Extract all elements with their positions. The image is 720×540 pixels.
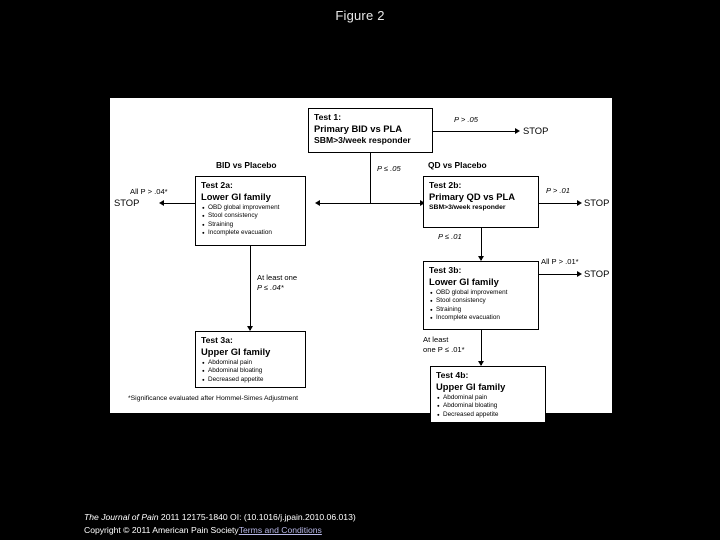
edge-test2b-to-stop xyxy=(539,203,579,204)
box-test-2a-title: Test 2a: xyxy=(201,180,233,190)
list-item: Decreased appetite xyxy=(437,411,540,420)
arrowhead-test2a-stop xyxy=(159,199,164,206)
box-test-2a-subtitle: Lower GI family xyxy=(201,191,271,202)
list-item: Stool consistency xyxy=(430,297,533,306)
edge-label-test1-down: P ≤ .05 xyxy=(377,164,401,173)
box-test-2b[interactable]: Test 2b: Primary QD vs PLA SBM>3/week re… xyxy=(423,176,539,228)
edge-test1-down xyxy=(370,153,371,203)
figure-footnote: *Significance evaluated after Hommel-Sim… xyxy=(128,395,299,402)
arrowhead-test2b-test3b xyxy=(477,256,484,261)
list-item: Straining xyxy=(202,221,300,230)
figure-panel: BID vs Placebo QD vs Placebo Test 1: Pri… xyxy=(110,98,612,423)
box-test-3b-title: Test 3b: xyxy=(429,265,462,275)
box-test-2b-detail: SBM>3/week responder xyxy=(429,203,506,211)
citation-reference: 2011 12175-1840 OI: (10.1016/j.jpain.201… xyxy=(160,512,356,522)
arrowhead-test2a-test3a xyxy=(246,326,253,331)
box-test-3b[interactable]: Test 3b: Lower GI family OBD global impr… xyxy=(423,261,539,330)
terms-and-conditions-link[interactable]: Terms and Conditions xyxy=(238,524,322,535)
edge-label-test2b-down: P ≤ .01 xyxy=(438,232,462,241)
group-label-bid: BID vs Placebo xyxy=(216,160,277,170)
edge-label-test3b-stop: All P > .01* xyxy=(541,257,579,266)
group-label-qd: QD vs Placebo xyxy=(428,160,487,170)
terminal-stop-test3b: STOP xyxy=(584,268,610,279)
figure-title: Figure 2 xyxy=(335,8,385,23)
citation-reference-line: The Journal of Pain 2011 12175-1840 OI: … xyxy=(84,511,356,524)
arrowhead-test3b-stop xyxy=(577,270,582,277)
terminal-stop-test1: STOP xyxy=(523,125,549,136)
citation-block: The Journal of Pain 2011 12175-1840 OI: … xyxy=(84,511,356,536)
edge-label-test2a-down: At least one P ≤ .04* xyxy=(257,273,298,292)
box-test-3b-subtitle: Lower GI family xyxy=(429,276,499,287)
edge-junction-right xyxy=(370,203,422,204)
box-test-1-title: Test 1: xyxy=(314,112,342,122)
arrowhead-test2b-stop xyxy=(577,199,582,206)
box-test-2a[interactable]: Test 2a: Lower GI family OBD global impr… xyxy=(195,176,306,246)
box-test-1-detail: SBM>3/week responder xyxy=(314,134,411,145)
edge-label-test2b-stop: P > .01 xyxy=(546,186,570,195)
box-test-1[interactable]: Test 1: Primary BID vs PLA SBM>3/week re… xyxy=(308,108,433,153)
edge-test3b-to-stop xyxy=(539,274,579,275)
edge-label-test2a-stop: All P > .04* xyxy=(130,187,168,196)
arrowhead-junction-left xyxy=(315,199,320,206)
list-item: Abdominal bloating xyxy=(202,367,300,376)
box-test-4b-title: Test 4b: xyxy=(436,370,469,380)
edge-test2b-down xyxy=(481,228,482,260)
box-test-4b-items: Abdominal pain Abdominal bloating Decrea… xyxy=(436,394,540,420)
edge-label-test3b-down: At least one P ≤ .01* xyxy=(423,335,465,354)
list-item: Decreased appetite xyxy=(202,376,300,385)
edge-test3b-down xyxy=(481,330,482,365)
citation-journal: The Journal of Pain xyxy=(84,512,159,522)
box-test-2b-subtitle: Primary QD vs PLA xyxy=(429,191,515,202)
list-item: OBD global improvement xyxy=(430,289,533,298)
arrowhead-test3b-test4b xyxy=(477,361,484,366)
list-item: Stool consistency xyxy=(202,212,300,221)
box-test-4b-subtitle: Upper GI family xyxy=(436,381,506,392)
edge-label-test1-stop: P > .05 xyxy=(454,115,478,124)
citation-copyright-line: Copyright © 2011 American Pain SocietyTe… xyxy=(84,524,356,537)
list-item: Abdominal pain xyxy=(437,394,540,403)
list-item: Abdominal bloating xyxy=(437,402,540,411)
edge-test1-to-stop xyxy=(433,131,517,132)
list-item: Incomplete evacuation xyxy=(202,229,300,238)
edge-junction-left xyxy=(318,203,370,204)
box-test-4b[interactable]: Test 4b: Upper GI family Abdominal pain … xyxy=(430,366,546,423)
arrowhead-junction-right xyxy=(420,199,425,206)
citation-copyright: Copyright © 2011 American Pain Society xyxy=(84,524,239,535)
edge-test2a-to-stop xyxy=(162,203,195,204)
list-item: OBD global improvement xyxy=(202,204,300,213)
box-test-3a-items: Abdominal pain Abdominal bloating Decrea… xyxy=(201,359,300,385)
list-item: Straining xyxy=(430,306,533,315)
terminal-stop-test2a: STOP xyxy=(114,197,140,208)
box-test-3a[interactable]: Test 3a: Upper GI family Abdominal pain … xyxy=(195,331,306,388)
box-test-3b-items: OBD global improvement Stool consistency… xyxy=(429,289,533,323)
arrowhead-test1-stop xyxy=(515,127,520,134)
box-test-2b-title: Test 2b: xyxy=(429,180,462,190)
edge-test2a-down xyxy=(250,246,251,330)
box-test-1-subtitle: Primary BID vs PLA xyxy=(314,123,403,134)
list-item: Incomplete evacuation xyxy=(430,314,533,323)
box-test-3a-subtitle: Upper GI family xyxy=(201,346,271,357)
list-item: Abdominal pain xyxy=(202,359,300,368)
terminal-stop-test2b: STOP xyxy=(584,197,610,208)
box-test-2a-items: OBD global improvement Stool consistency… xyxy=(201,204,300,238)
box-test-3a-title: Test 3a: xyxy=(201,335,233,345)
